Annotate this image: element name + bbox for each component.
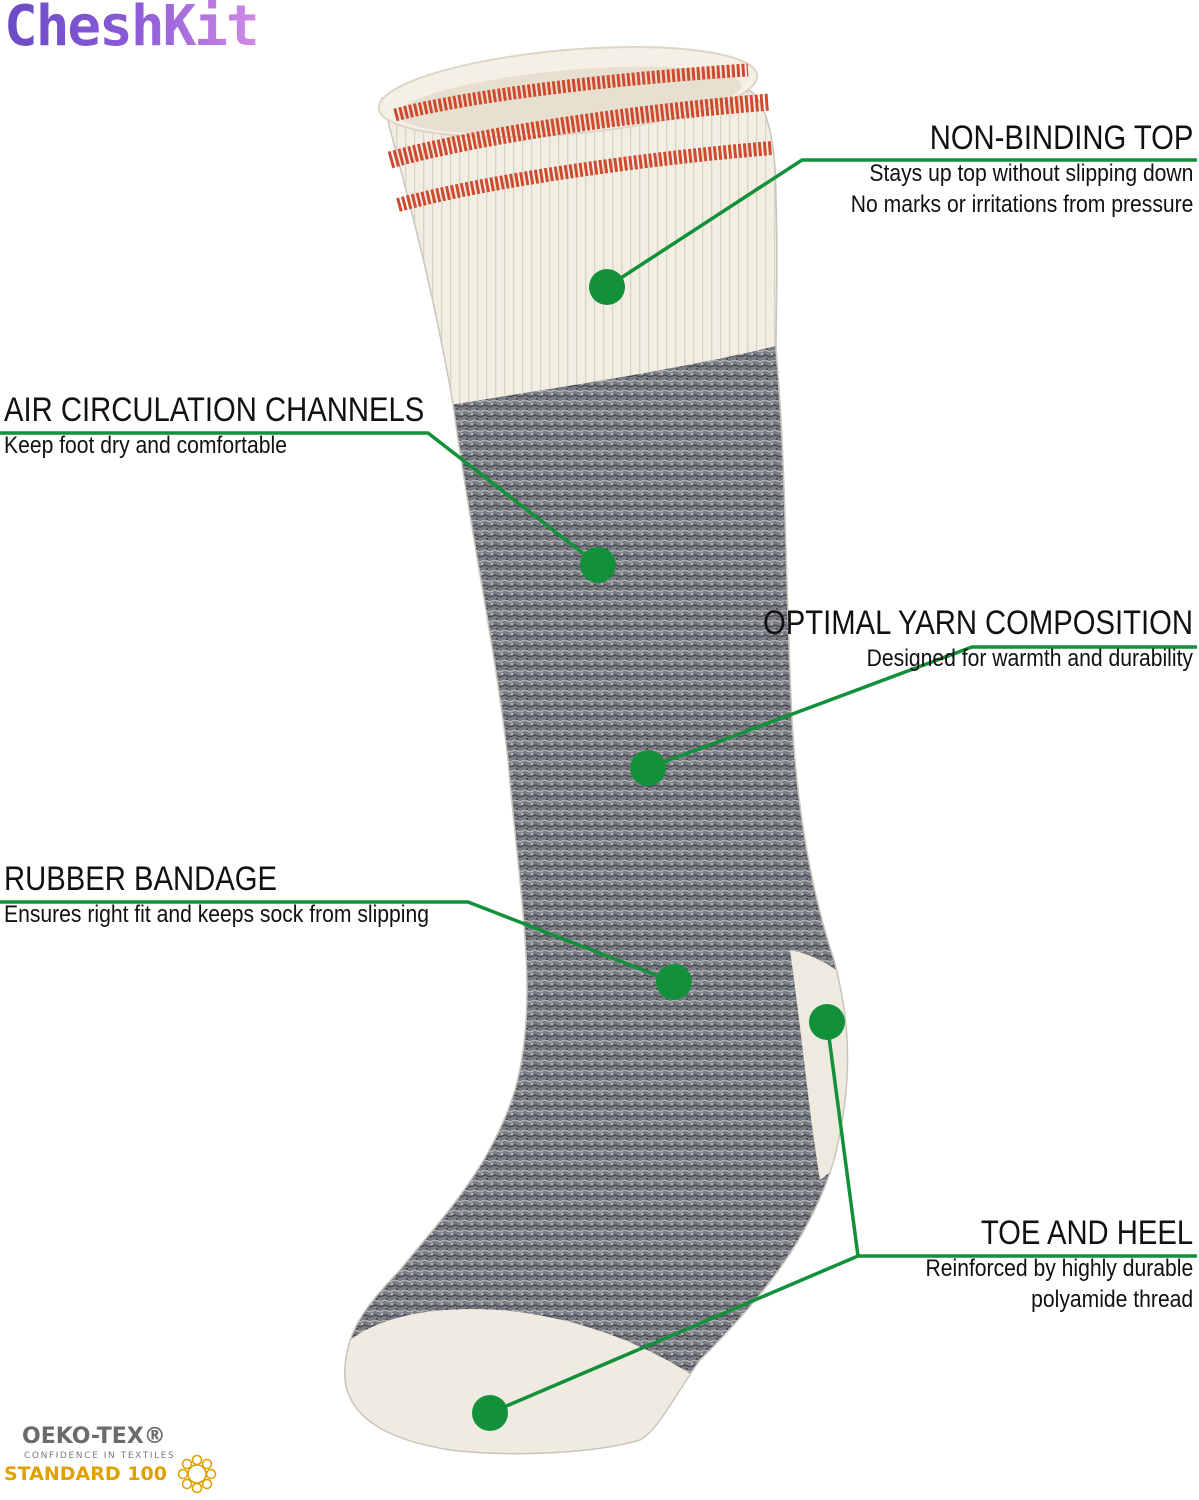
oeko-tex-tagline: CONFIDENCE IN TEXTILES <box>24 1451 176 1461</box>
feature-title: AIR CIRCULATION CHANNELS <box>4 391 425 429</box>
feature-title: TOE AND HEEL <box>980 1214 1193 1252</box>
leader-line-toe <box>489 1254 859 1415</box>
oeko-tex-badge: OEKO-TEX® CONFIDENCE IN TEXTILES STANDAR… <box>4 1424 234 1486</box>
leader-line-air <box>0 431 600 567</box>
marker-dot-air <box>580 547 616 583</box>
oeko-tex-name: OEKO-TEX® <box>22 1424 166 1449</box>
feature-description: polyamide thread <box>1030 1286 1193 1313</box>
feature-yarn-composition: OPTIMAL YARN COMPOSITION Designed for wa… <box>693 603 1193 674</box>
feature-description: Stays up top without slipping down <box>868 160 1193 187</box>
feature-description: No marks or irritations from pressure <box>850 191 1193 218</box>
feature-title: RUBBER BANDAGE <box>4 860 277 898</box>
marker-dot-bandage <box>656 964 692 1000</box>
marker-dot-top <box>589 269 625 305</box>
feature-toe-and-heel: TOE AND HEEL Reinforced by highly durabl… <box>889 1213 1193 1315</box>
leader-line-bandage <box>0 900 675 984</box>
feature-title: OPTIMAL YARN COMPOSITION <box>763 604 1193 642</box>
feature-rubber-bandage: RUBBER BANDAGE Ensures right fit and kee… <box>4 859 487 930</box>
brand-logo: CheshKit <box>4 0 260 59</box>
oeko-tex-flower-icon <box>177 1454 217 1494</box>
marker-dot-heel <box>809 1004 845 1040</box>
feature-non-binding-top: NON-BINDING TOP Stays up top without sli… <box>804 118 1193 220</box>
marker-dot-yarn <box>630 750 666 786</box>
feature-description: Ensures right fit and keeps sock from sl… <box>4 901 429 928</box>
leader-line-top <box>606 158 1197 289</box>
feature-description: Designed for warmth and durability <box>866 645 1193 672</box>
feature-air-circulation: AIR CIRCULATION CHANNELS Keep foot dry a… <box>4 390 493 461</box>
oeko-tex-standard: STANDARD 100 <box>4 1463 167 1485</box>
marker-dot-toe <box>472 1395 508 1431</box>
feature-description: Keep foot dry and comfortable <box>4 432 287 459</box>
feature-description: Reinforced by highly durable <box>925 1255 1193 1282</box>
leader-line-yarn <box>647 645 1197 770</box>
feature-title: NON-BINDING TOP <box>929 119 1193 157</box>
